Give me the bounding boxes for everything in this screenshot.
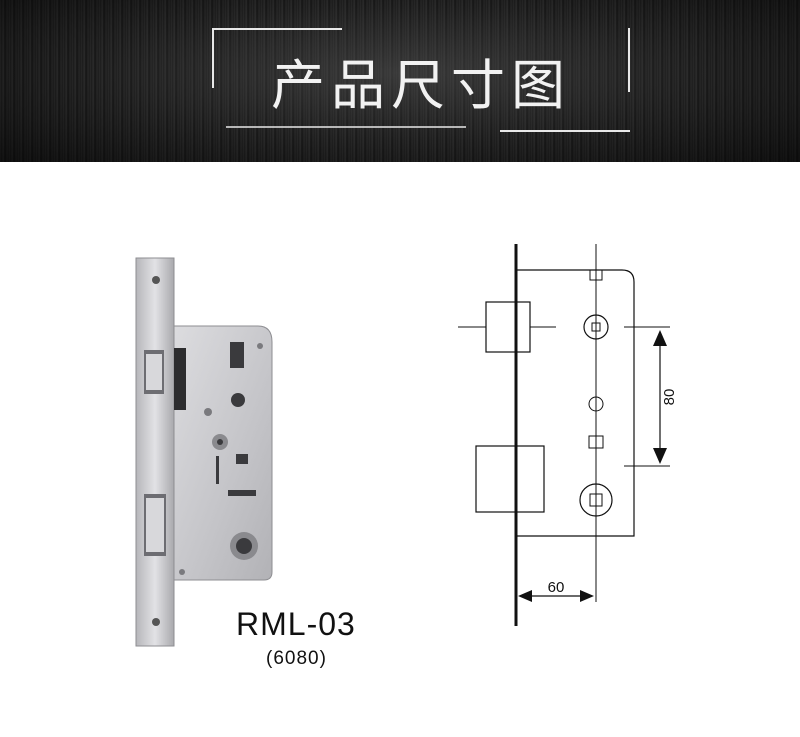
arrow-down-icon [653,448,667,464]
dim-label-80: 80 [661,389,678,406]
middle-hole [588,396,604,412]
model-number: (6080) [266,648,327,669]
mortise-lock-image [135,257,273,647]
arrow-up-icon [653,330,667,346]
latch-bolt [485,301,531,353]
arrow-right-icon [580,590,594,602]
dimension-drawing: 80 60 [458,244,678,626]
spindle-hole [583,314,609,340]
arrow-left-icon [518,590,532,602]
banner-shading [0,0,800,162]
case-outline [516,269,635,537]
cylinder-hole [579,483,613,517]
title-frame: 产品尺寸图 [212,28,630,132]
page-title: 产品尺寸图 [271,53,571,117]
model-name: RML-03 [236,606,356,642]
dim-label-60: 60 [548,579,565,596]
dead-bolt [475,445,545,513]
header-banner: 产品尺寸图 [0,0,800,162]
